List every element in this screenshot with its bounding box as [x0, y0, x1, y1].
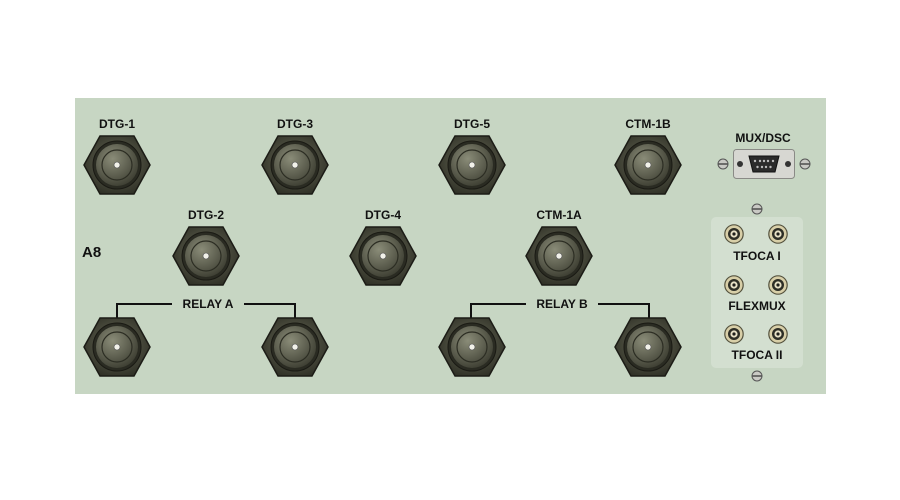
- sma-connector-icon: [768, 224, 788, 244]
- bnc-connector-icon: [614, 135, 682, 195]
- relay-a-bracket-left-drop: [116, 303, 118, 319]
- flexmux-connector-1[interactable]: [724, 275, 744, 295]
- relay-a-bracket-right-drop: [294, 303, 296, 319]
- relay-b-bracket-left-drop: [470, 303, 472, 319]
- flexmux-connector-2[interactable]: [768, 275, 788, 295]
- relay-a-bracket-right: [244, 303, 295, 305]
- bnc-connector-icon: [614, 317, 682, 377]
- tfoca-ii-connector-1[interactable]: [724, 324, 744, 344]
- ctm-1b-label: CTM-1B: [625, 117, 671, 131]
- d-sub-connector-icon[interactable]: [733, 149, 795, 179]
- screw-icon: [799, 158, 811, 170]
- bnc-connector-icon: [525, 226, 593, 286]
- bnc-connector-relay-a-1[interactable]: [83, 317, 151, 377]
- tfoca-ii-label: TFOCA II: [731, 348, 783, 362]
- bnc-connector-dtg-4[interactable]: [349, 226, 417, 286]
- fiber-connector-subpanel: [711, 217, 803, 368]
- tfoca-ii-connector-2[interactable]: [768, 324, 788, 344]
- bnc-connector-icon: [438, 135, 506, 195]
- tfoca-i-connector-1[interactable]: [724, 224, 744, 244]
- screw-icon: [751, 370, 763, 382]
- panel-id-label: A8: [82, 244, 102, 261]
- bnc-connector-dtg-2[interactable]: [172, 226, 240, 286]
- bnc-connector-icon: [83, 135, 151, 195]
- bnc-connector-dtg-3[interactable]: [261, 135, 329, 195]
- bnc-connector-relay-b-1[interactable]: [438, 317, 506, 377]
- screw-icon: [717, 158, 729, 170]
- relay-b-bracket-left: [470, 303, 526, 305]
- sma-connector-icon: [724, 224, 744, 244]
- relay-a-bracket-left: [116, 303, 172, 305]
- bnc-connector-icon: [83, 317, 151, 377]
- sma-connector-icon: [724, 275, 744, 295]
- bnc-connector-icon: [261, 317, 329, 377]
- tfoca-i-label: TFOCA I: [733, 249, 781, 263]
- screw-icon: [751, 203, 763, 215]
- mux-dsc-label: MUX/DSC: [735, 131, 791, 145]
- tfoca-i-connector-2[interactable]: [768, 224, 788, 244]
- bnc-connector-ctm-1a[interactable]: [525, 226, 593, 286]
- bnc-connector-dtg-5[interactable]: [438, 135, 506, 195]
- flexmux-label: FLEXMUX: [728, 299, 786, 313]
- bnc-connector-ctm-1b[interactable]: [614, 135, 682, 195]
- bnc-connector-relay-a-2[interactable]: [261, 317, 329, 377]
- bnc-connector-relay-b-2[interactable]: [614, 317, 682, 377]
- relay-b-label: RELAY B: [536, 297, 588, 311]
- dtg-1-label: DTG-1: [99, 117, 135, 131]
- dtg-5-label: DTG-5: [454, 117, 490, 131]
- bnc-connector-dtg-1[interactable]: [83, 135, 151, 195]
- bnc-connector-icon: [172, 226, 240, 286]
- sma-connector-icon: [768, 275, 788, 295]
- dtg-3-label: DTG-3: [277, 117, 313, 131]
- bnc-connector-icon: [261, 135, 329, 195]
- sma-connector-icon: [768, 324, 788, 344]
- relay-b-bracket-right: [598, 303, 649, 305]
- dtg-4-label: DTG-4: [365, 208, 401, 222]
- dtg-2-label: DTG-2: [188, 208, 224, 222]
- bnc-connector-icon: [438, 317, 506, 377]
- ctm-1a-label: CTM-1A: [536, 208, 582, 222]
- relay-a-label: RELAY A: [182, 297, 234, 311]
- sma-connector-icon: [724, 324, 744, 344]
- bnc-connector-icon: [349, 226, 417, 286]
- relay-b-bracket-right-drop: [648, 303, 650, 319]
